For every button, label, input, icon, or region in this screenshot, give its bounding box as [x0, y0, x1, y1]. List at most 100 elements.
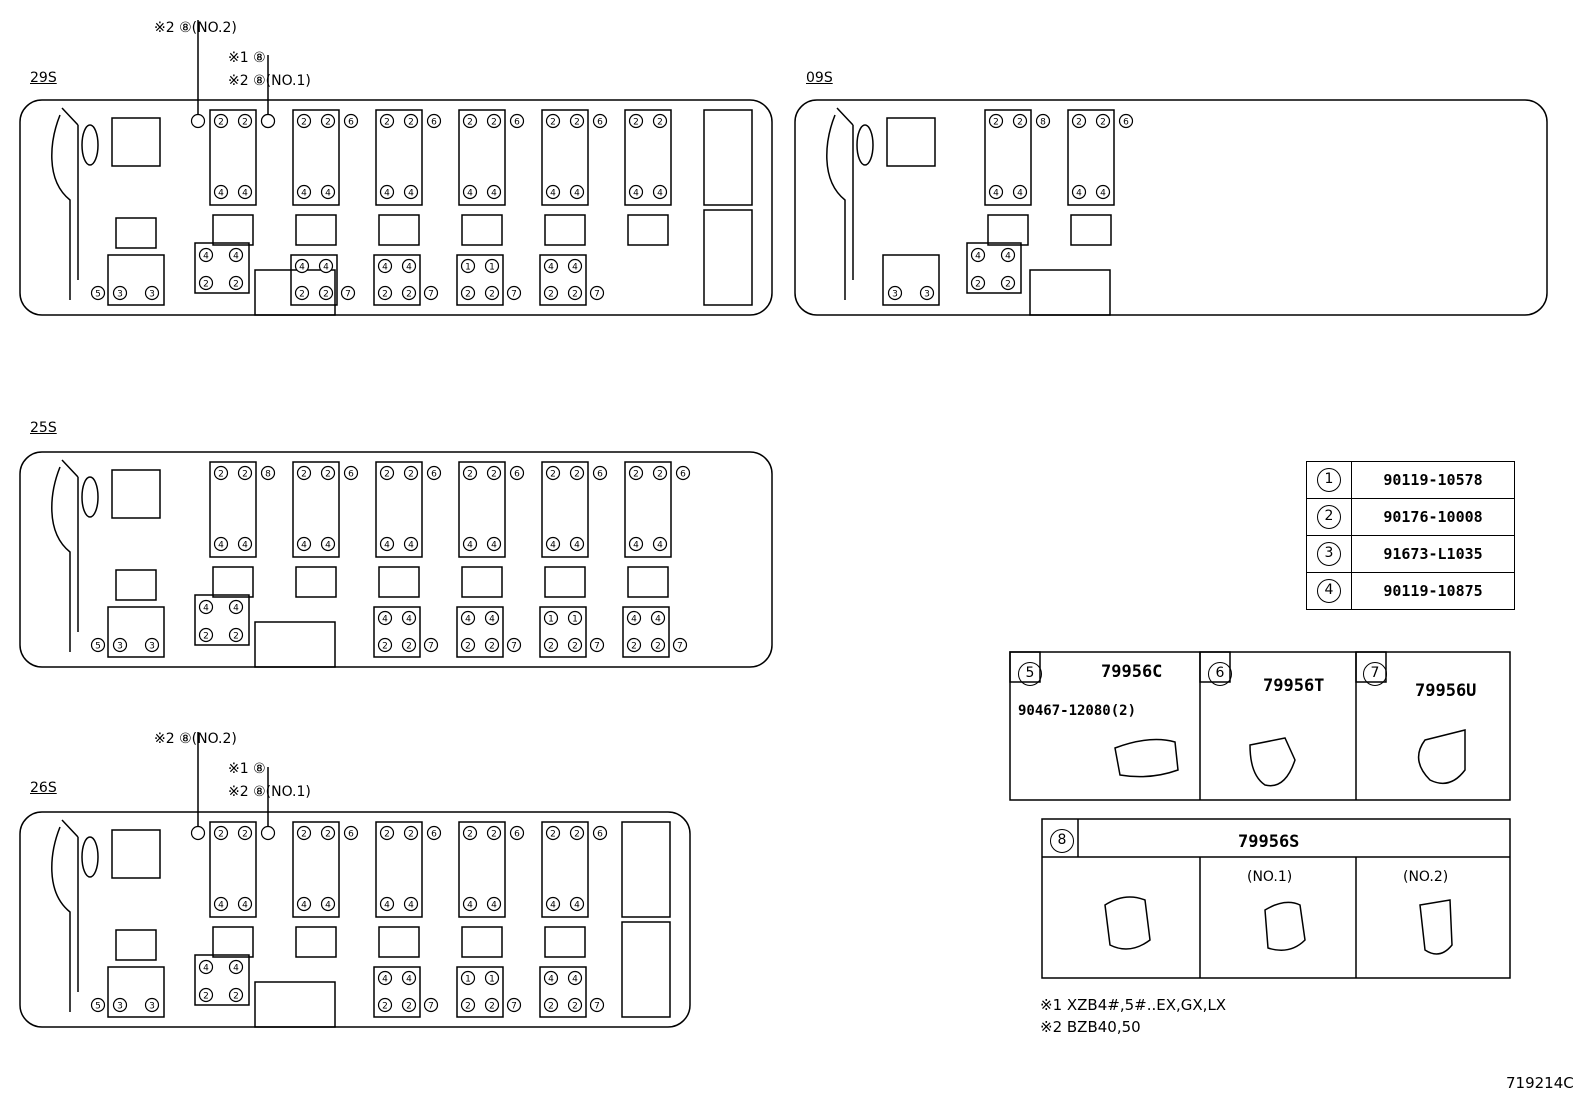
bolt-callout-number: 2	[325, 118, 331, 128]
bolt-callout	[1012, 184, 1028, 200]
bolt-callout-number: 6	[431, 470, 437, 480]
bolt-callout-number: 2	[489, 1002, 495, 1012]
bolt-callout-number: 2	[233, 280, 239, 290]
bolt-callout	[462, 465, 478, 481]
bolt-callout	[198, 247, 214, 263]
bolt-callout	[545, 825, 561, 841]
bolt-callout	[988, 184, 1004, 200]
bolt-callout-number: 2	[975, 280, 981, 290]
bolt-callout	[460, 610, 476, 626]
bolt-callout-number: 4	[572, 975, 578, 985]
bolt-callout-number: 7	[511, 290, 517, 300]
bolt-callout	[506, 285, 522, 301]
bolt-callout	[190, 113, 206, 129]
bolt-callout	[112, 637, 128, 653]
bolt-callout-number: 4	[233, 604, 239, 614]
bolt-callout	[377, 610, 393, 626]
bolt-callout	[543, 610, 559, 626]
bolt-callout	[401, 258, 417, 274]
bolt-callout	[423, 637, 439, 653]
bolt-callout	[426, 113, 442, 129]
bolt-callout-number: 2	[382, 290, 388, 300]
bolt-callout	[486, 113, 502, 129]
seat-frame	[292, 109, 340, 206]
bolt-callout-number: 2	[491, 830, 497, 840]
bolt-callout-number: 2	[489, 642, 495, 652]
bolt-callout	[401, 610, 417, 626]
step-seat	[966, 242, 1022, 294]
bolt-callout	[988, 113, 1004, 129]
seat-cushion	[378, 566, 420, 598]
cover-num-6: 6	[1208, 662, 1232, 686]
entrance-step	[254, 269, 336, 316]
bolt-callout	[545, 465, 561, 481]
bolt-callout-number: 2	[325, 470, 331, 480]
bolt-callout-number: 4	[203, 604, 209, 614]
bolt-callout	[509, 113, 525, 129]
bolt-callout	[213, 184, 229, 200]
bolt-callout-number: 7	[511, 1002, 517, 1012]
bolt-callout	[486, 536, 502, 552]
bolt-callout	[628, 184, 644, 200]
seat-frame	[622, 606, 670, 658]
bolt-callout	[320, 465, 336, 481]
bolt-callout-number: 8	[265, 470, 271, 480]
bolt-callout-number: 2	[1100, 118, 1106, 128]
bolt-callout	[1118, 113, 1134, 129]
bolt-callout	[144, 997, 160, 1013]
bolt-callout-number: 2	[203, 632, 209, 642]
bolt-callout	[379, 825, 395, 841]
bolt-callout	[296, 825, 312, 841]
bolt-callout-number: 5	[95, 290, 101, 300]
bolt-callout	[567, 285, 583, 301]
seat-cushion	[295, 566, 337, 598]
bolt-callout	[545, 113, 561, 129]
bolt-callout	[543, 258, 559, 274]
bolt-callout	[486, 825, 502, 841]
steering-wheel	[81, 836, 99, 878]
bolt-callout-number: 4	[633, 189, 639, 199]
bolt-callout	[569, 465, 585, 481]
seat-frame	[541, 461, 589, 558]
bolt-callout-number: 2	[218, 470, 224, 480]
bolt-callout-number: 4	[548, 263, 554, 273]
bolt-callout-number: 2	[299, 290, 305, 300]
bolt-callout	[343, 465, 359, 481]
bolt-callout	[486, 896, 502, 912]
bolt-callout	[484, 285, 500, 301]
bolt-callout	[403, 184, 419, 200]
bolt-callout-number: 2	[203, 992, 209, 1002]
seat-frame	[1067, 109, 1115, 206]
bolt-callout-number: 4	[384, 189, 390, 199]
part-code-4: 90119-10875	[1351, 572, 1515, 610]
seat-cushion	[461, 214, 503, 246]
bus-body	[794, 99, 1548, 316]
bolt-callout-number: 2	[465, 642, 471, 652]
bolt-callout	[970, 247, 986, 263]
bolt-callout	[213, 536, 229, 552]
bolt-callout-number: 2	[382, 1002, 388, 1012]
bolt-callout-number: 3	[149, 290, 155, 300]
bolt-callout-number: 4	[218, 541, 224, 551]
bolt-callout-number: 2	[467, 118, 473, 128]
seat-frame	[290, 254, 338, 306]
bolt-callout	[318, 285, 334, 301]
bolt-callout	[190, 825, 206, 841]
bolt-callout	[401, 285, 417, 301]
bolt-callout-number: 4	[242, 901, 248, 911]
bolt-callout	[462, 825, 478, 841]
bolt-callout	[379, 896, 395, 912]
rear-seat	[621, 821, 671, 918]
bolt-callout-number: 2	[301, 118, 307, 128]
bolt-callout-number: 2	[384, 470, 390, 480]
bolt-callout-number: 2	[1005, 280, 1011, 290]
bolt-callout-number: 6	[431, 830, 437, 840]
cover-code-6: 79956T	[1263, 676, 1325, 696]
steering-wheel	[81, 124, 99, 166]
seat-frame	[984, 109, 1032, 206]
bolt-callout	[545, 896, 561, 912]
callout-29s-no1: ※2 ⑧(NO.1)	[228, 73, 311, 89]
part-num-2: 2	[1317, 505, 1341, 529]
footnote-2: ※2 BZB40,50	[1040, 1018, 1141, 1036]
bolt-callout-number: 4	[233, 252, 239, 262]
